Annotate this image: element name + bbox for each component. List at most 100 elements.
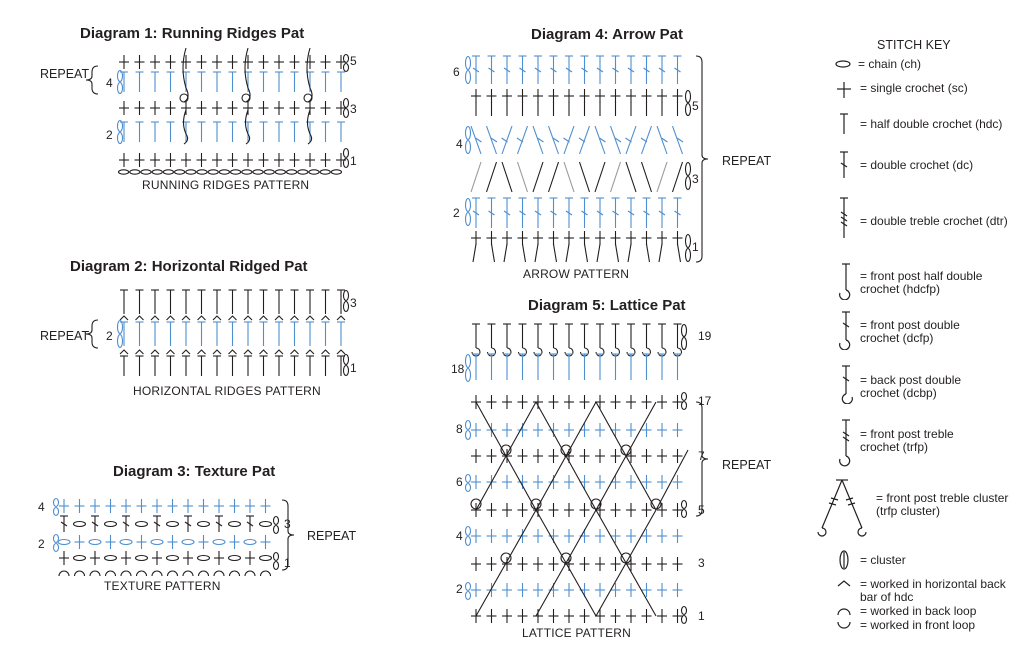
- diagram-3-repeat-label: REPEAT: [307, 529, 357, 543]
- stitch-mark: [342, 364, 350, 377]
- stitch-mark: [485, 125, 498, 155]
- stitch-mark: [578, 161, 591, 193]
- stitch-mark: [342, 107, 350, 119]
- stitch-mark: [674, 67, 681, 73]
- stitch-mark: [490, 137, 498, 143]
- stitch-mark: [342, 53, 350, 64]
- stitch-mark: [135, 315, 144, 321]
- stitch-mark: [475, 401, 537, 511]
- double-treble-crochet-icon: [840, 197, 848, 238]
- stitch-mark: [212, 315, 222, 321]
- stitch-mark: [166, 315, 175, 321]
- stitch-mark: [184, 521, 192, 527]
- stitch-mark: [196, 554, 211, 562]
- stitch-mark: [342, 157, 350, 169]
- stitch-mark: [464, 55, 472, 71]
- diagram-4-row-4: 4: [456, 137, 463, 151]
- stitch-mark: [342, 300, 350, 313]
- stitch-mark: [684, 89, 692, 104]
- stitch-mark: [342, 353, 350, 366]
- stitch-mark: [259, 349, 268, 355]
- stitch-mark: [643, 210, 650, 216]
- stitch-mark: [330, 169, 343, 175]
- stitch-mark: [470, 161, 482, 193]
- double-crochet-icon: [840, 151, 848, 178]
- diagram-5-caption: LATTICE PATTERN: [522, 626, 632, 640]
- stitch-mark: [464, 367, 472, 383]
- diagram-2-repeat-label: REPEAT: [40, 329, 90, 343]
- stitch-mark: [612, 210, 619, 216]
- stitch-mark: [151, 169, 163, 175]
- stitch-mark: [140, 169, 152, 175]
- stitch-mark: [196, 169, 208, 175]
- stitch-mark: [560, 552, 572, 564]
- stitch-mark: [58, 570, 70, 577]
- diagram-5-row-17: 17: [698, 394, 712, 408]
- stitch-mark: [244, 47, 251, 103]
- stitch-mark: [179, 93, 189, 103]
- stitch-mark: [578, 137, 586, 143]
- stitch-mark: [281, 499, 295, 571]
- stitch-mark: [151, 570, 163, 577]
- diagram-5-row-7: 7: [698, 449, 705, 463]
- stitch-mark: [182, 570, 194, 577]
- stitch-mark: [695, 55, 709, 263]
- diagram-3-row-1: 1: [284, 556, 291, 570]
- diagram-2-row-2: 2: [106, 329, 113, 343]
- stitch-mark: [656, 161, 668, 193]
- stitch-mark: [625, 125, 637, 155]
- stitch-mark: [565, 210, 573, 216]
- stitch-mark: [306, 47, 313, 103]
- diagram-4-title: Diagram 4: Arrow Pat: [531, 26, 683, 43]
- stitch-mark: [645, 243, 651, 263]
- stitch-mark: [676, 137, 684, 143]
- stitch-mark: [119, 315, 129, 321]
- stitch-mark: [620, 444, 632, 456]
- diagram-5-row-6: 6: [456, 475, 463, 489]
- stitch-mark: [165, 554, 180, 562]
- stitch-mark: [290, 315, 299, 321]
- stitch-mark: [680, 400, 688, 411]
- stitch-mark: [228, 570, 241, 577]
- stitch-mark: [552, 137, 560, 143]
- stitch-mark: [627, 243, 632, 263]
- stitch-mark: [472, 67, 480, 73]
- stitch-mark: [581, 210, 588, 216]
- diagram-5-row-18: 18: [451, 362, 465, 376]
- stitch-mark: [596, 210, 604, 216]
- stitch-mark: [565, 67, 573, 73]
- stitch-mark: [196, 520, 211, 528]
- stitch-mark: [342, 289, 350, 302]
- diagram-5-row-8: 8: [456, 422, 463, 436]
- back-post-dc-icon: [841, 365, 853, 404]
- stitch-mark: [464, 197, 472, 213]
- diagram-1-row-4: 4: [106, 76, 113, 90]
- stitch-mark: [182, 47, 189, 103]
- single-crochet-icon: [837, 82, 851, 98]
- diagram-5-repeat-label: REPEAT: [722, 458, 772, 472]
- stitch-mark: [197, 349, 206, 355]
- stitch-mark: [563, 161, 575, 193]
- stitch-mark: [252, 169, 264, 175]
- stitch-mark: [503, 210, 511, 216]
- stitch-mark: [614, 243, 620, 263]
- stitch-mark: [181, 349, 191, 355]
- stitch-mark: [241, 169, 253, 175]
- stitch-mark: [85, 319, 99, 349]
- stitch-mark: [560, 444, 572, 456]
- stitch-mark: [674, 210, 681, 216]
- stitch-mark: [258, 520, 273, 528]
- stitch-mark: [530, 498, 542, 510]
- stitch-mark: [212, 349, 222, 355]
- stitch-mark: [488, 67, 495, 73]
- stitch-mark: [213, 570, 225, 577]
- stitch-mark: [661, 137, 668, 143]
- cluster-icon: [839, 550, 849, 570]
- stitch-mark: [581, 67, 588, 73]
- diagram-5-row-2: 2: [456, 582, 463, 596]
- stitch-mark: [464, 590, 472, 601]
- diagram-2-caption: HORIZONTAL RIDGES PATTERN: [133, 384, 321, 398]
- diagram-5-row-5: 5: [698, 503, 705, 517]
- stitch-mark: [88, 538, 102, 546]
- stitch-mark: [516, 161, 529, 193]
